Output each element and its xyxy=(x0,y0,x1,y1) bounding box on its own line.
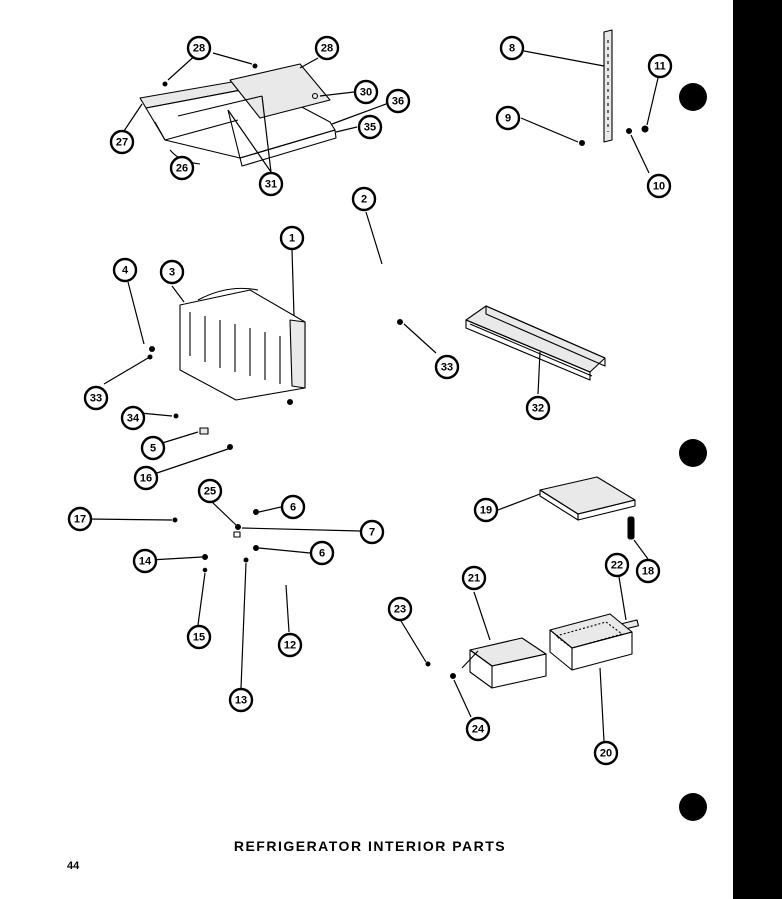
callout-18: 18 xyxy=(635,558,661,584)
callout-5: 5 xyxy=(140,435,166,461)
callout-10: 10 xyxy=(646,173,672,199)
spring xyxy=(627,516,635,540)
callout-6: 6 xyxy=(309,540,335,566)
callout-1: 1 xyxy=(279,225,305,251)
callout-label: 14 xyxy=(139,556,152,568)
callout-label: 24 xyxy=(472,724,485,736)
callout-27: 27 xyxy=(109,129,135,155)
binder-hole-bottom xyxy=(679,793,707,821)
binder-hole-middle xyxy=(679,439,707,467)
callout-23: 23 xyxy=(387,596,413,622)
crisper-shelf xyxy=(539,476,636,521)
callout-label: 5 xyxy=(150,443,156,455)
callout-26: 26 xyxy=(169,155,195,181)
callout-label: 23 xyxy=(394,604,406,616)
callout-2: 2 xyxy=(351,186,377,212)
callout-label: 25 xyxy=(204,486,216,498)
callout-label: 15 xyxy=(193,632,205,644)
callout-label: 17 xyxy=(74,514,86,526)
callout-label: 7 xyxy=(369,527,375,539)
shelf-support-channel xyxy=(465,305,606,381)
callout-11: 11 xyxy=(647,53,673,79)
callout-label: 34 xyxy=(127,413,140,425)
callout-22: 22 xyxy=(604,552,630,578)
callout-21: 21 xyxy=(461,565,487,591)
callout-19: 19 xyxy=(473,497,499,523)
callout-labels: 1234566789101112131415161718192021222324… xyxy=(67,35,673,766)
callout-35: 35 xyxy=(357,114,383,140)
callout-label: 12 xyxy=(284,640,296,652)
callout-25: 25 xyxy=(197,478,223,504)
callout-label: 21 xyxy=(468,573,480,585)
callout-36: 36 xyxy=(385,88,411,114)
callout-label: 35 xyxy=(364,122,376,134)
callout-label: 2 xyxy=(361,194,367,206)
callout-label: 6 xyxy=(319,548,325,560)
callout-33: 33 xyxy=(434,354,460,380)
callout-30: 30 xyxy=(353,79,379,105)
callout-label: 22 xyxy=(611,560,623,572)
callout-14: 14 xyxy=(132,548,158,574)
callout-31: 31 xyxy=(258,171,284,197)
callout-17: 17 xyxy=(67,506,93,532)
callout-label: 16 xyxy=(140,473,152,485)
callout-label: 28 xyxy=(193,43,205,55)
callout-32: 32 xyxy=(525,395,551,421)
meat-drawer xyxy=(461,637,547,689)
callout-label: 8 xyxy=(509,43,515,55)
callout-28: 28 xyxy=(186,35,212,61)
callout-4: 4 xyxy=(112,257,138,283)
crisper-drawer xyxy=(549,613,633,671)
callout-label: 20 xyxy=(600,748,612,760)
callout-label: 33 xyxy=(441,362,453,374)
callout-8: 8 xyxy=(499,35,525,61)
callout-label: 33 xyxy=(90,393,102,405)
callout-label: 26 xyxy=(176,163,188,175)
callout-label: 32 xyxy=(532,403,544,415)
callout-13: 13 xyxy=(228,687,254,713)
evaporator-cover xyxy=(147,287,403,450)
callout-12: 12 xyxy=(277,632,303,658)
shelf-ladder-rail xyxy=(579,29,649,146)
callout-16: 16 xyxy=(133,465,159,491)
callout-15: 15 xyxy=(186,624,212,650)
callout-9: 9 xyxy=(495,105,521,131)
callout-label: 18 xyxy=(642,566,654,578)
page-edge-bar xyxy=(733,0,782,899)
callout-34: 34 xyxy=(120,405,146,431)
binder-hole-top xyxy=(679,83,707,111)
leader-lines xyxy=(87,50,659,742)
callout-label: 4 xyxy=(122,265,129,277)
callout-label: 27 xyxy=(116,137,128,149)
callout-7: 7 xyxy=(359,519,385,545)
callout-label: 19 xyxy=(480,505,492,517)
callout-label: 11 xyxy=(654,61,666,73)
callout-label: 28 xyxy=(321,43,333,55)
callout-33: 33 xyxy=(83,385,109,411)
small-hardware-right xyxy=(425,661,456,679)
callout-label: 30 xyxy=(360,87,372,99)
hardware-cluster xyxy=(172,509,259,573)
callout-label: 10 xyxy=(653,181,665,193)
callout-3: 3 xyxy=(159,259,185,285)
callout-label: 13 xyxy=(235,695,247,707)
callout-label: 31 xyxy=(265,179,277,191)
callout-6: 6 xyxy=(280,494,306,520)
callout-20: 20 xyxy=(593,740,619,766)
callout-24: 24 xyxy=(465,716,491,742)
page-number: 44 xyxy=(67,860,80,872)
callout-label: 36 xyxy=(392,96,404,108)
callout-label: 6 xyxy=(290,502,296,514)
callout-label: 3 xyxy=(169,267,175,279)
callout-label: 9 xyxy=(505,113,511,125)
callout-label: 1 xyxy=(289,233,295,245)
callout-28: 28 xyxy=(314,35,340,61)
diagram-title: REFRIGERATOR INTERIOR PARTS xyxy=(233,838,507,854)
